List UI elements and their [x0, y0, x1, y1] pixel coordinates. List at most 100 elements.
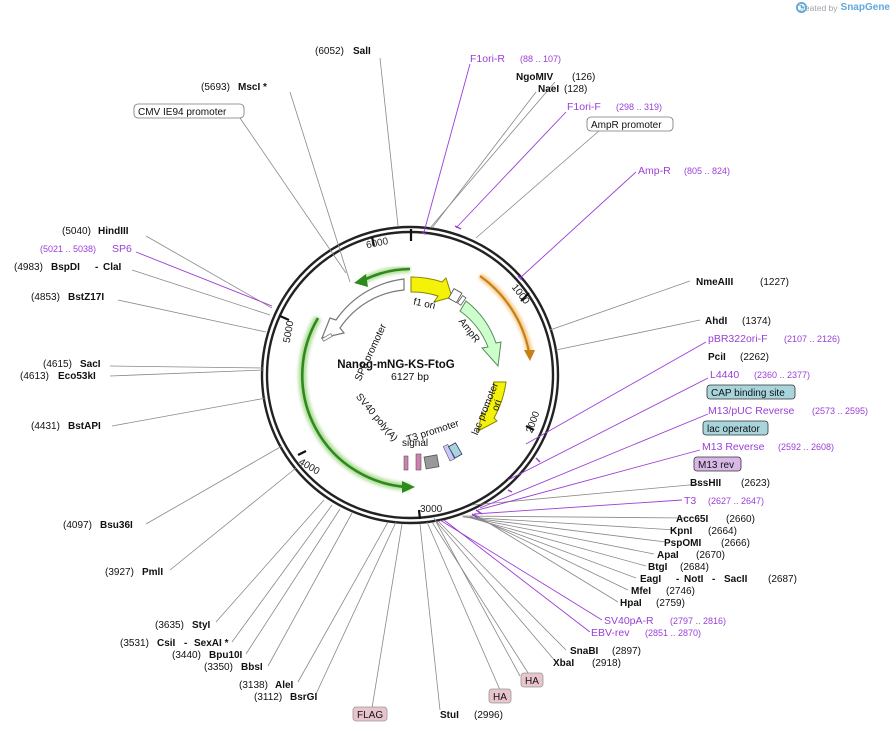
- site-name-stui[interactable]: StuI: [440, 710, 459, 721]
- plasmid-length: 6127 bp: [391, 371, 429, 383]
- site-name-pcii[interactable]: PciI: [708, 352, 726, 363]
- site-name-eco53ki[interactable]: Eco53kI: [58, 371, 96, 382]
- site-name-hindiii[interactable]: HindIII: [98, 226, 129, 237]
- t3-promoter-label: T3 promoter: [405, 418, 461, 445]
- primer-leaders: [135, 63, 709, 633]
- svg-text:-: -: [712, 574, 715, 585]
- primer-name-l4440[interactable]: L4440: [710, 369, 739, 381]
- primer-range-pbr322ori-f: (2107 .. 2126): [784, 334, 840, 344]
- site-name-pmli[interactable]: PmlI: [142, 567, 163, 578]
- site-name-btgi[interactable]: BtgI: [648, 562, 668, 573]
- site-name-snabi[interactable]: SnaBI: [570, 646, 599, 657]
- site-name-bbsi[interactable]: BbsI: [241, 662, 263, 673]
- feature-arcs: [298, 265, 535, 493]
- site-name-clai[interactable]: ClaI: [103, 262, 122, 273]
- primer-name-amp-r[interactable]: Amp-R: [638, 165, 671, 177]
- site-pos-stui: (2996): [474, 710, 503, 721]
- site-pos-bsrgi: (3112): [254, 692, 282, 703]
- site-name-saci[interactable]: SacI: [80, 359, 101, 370]
- svg-text:-: -: [95, 262, 98, 273]
- tick-label-5000: 5000: [282, 320, 297, 344]
- site-pos-kpni: (2664): [708, 526, 737, 537]
- primer-range-f1ori-f: (298 .. 319): [616, 102, 662, 112]
- site-name-bsu36i[interactable]: Bsu36I: [100, 520, 133, 531]
- flag-label[interactable]: FLAG: [357, 710, 383, 721]
- primer-name-f1ori-f[interactable]: F1ori-F: [567, 101, 601, 113]
- sv40-polya-label-2: signal: [402, 438, 428, 449]
- site-name-apai[interactable]: ApaI: [657, 550, 679, 561]
- m13-rev-label[interactable]: M13 rev: [698, 460, 734, 471]
- primer-name-sv40pa-r[interactable]: SV40pA-R: [604, 615, 654, 627]
- site-name-bstapi[interactable]: BstAPI: [68, 421, 101, 432]
- site-pos-hindiii: (5040): [62, 226, 91, 237]
- site-name-bsrgi[interactable]: BsrGI: [290, 692, 317, 703]
- site-name-noti[interactable]: NotI: [684, 574, 704, 585]
- primer-name-m13-reverse[interactable]: M13 Reverse: [702, 441, 765, 453]
- ampr-promoter-label[interactable]: AmpR promoter: [591, 120, 662, 131]
- primer-name-pbr322ori-f[interactable]: pBR322ori-F: [708, 333, 768, 345]
- site-name-xbai[interactable]: XbaI: [553, 658, 574, 669]
- site-pos-eco53ki: (4613): [20, 371, 49, 382]
- primer-name-f1ori-r[interactable]: F1ori-R: [470, 53, 505, 65]
- ori-label: ori: [490, 399, 504, 413]
- gray-feature-box: [423, 454, 440, 470]
- site-name-ngomiv[interactable]: NgoMIV: [516, 72, 554, 83]
- primer-name-m13-puc-reverse[interactable]: M13/pUC Reverse: [708, 405, 795, 417]
- site-name-naei[interactable]: NaeI: [538, 84, 559, 95]
- site-name-alei[interactable]: AleI: [275, 680, 294, 691]
- site-name-bspdi[interactable]: BspDI: [51, 262, 80, 273]
- site-pos-bsu36i: (4097): [63, 520, 92, 531]
- primer-name-t3[interactable]: T3: [684, 495, 696, 507]
- site-name-pspomi[interactable]: PspOMI: [664, 538, 701, 549]
- primer-range-sp6: (5021 .. 5038): [40, 244, 96, 254]
- f1-ori-arrow: [410, 276, 453, 303]
- primer-range-m13-puc-reverse: (2573 .. 2595): [812, 406, 868, 416]
- site-name-csii[interactable]: CsiI: [157, 638, 176, 649]
- primer-range-f1ori-r: (88 .. 107): [520, 54, 561, 64]
- site-name-ahdi[interactable]: AhdI: [705, 316, 727, 327]
- site-pos-sali: (6052): [315, 46, 344, 57]
- snapgene-watermark: Created by SnapGene: [795, 2, 890, 13]
- site-pos-naei: (128): [564, 84, 587, 95]
- site-name-bstz17i[interactable]: BstZ17I: [68, 292, 104, 303]
- site-name-sexai[interactable]: SexAI *: [194, 638, 229, 649]
- cap-binding-site-label[interactable]: CAP binding site: [711, 388, 785, 399]
- open-arrow-feature: [321, 278, 405, 339]
- leader-lines: [109, 57, 701, 711]
- site-pos-bstapi: (4431): [31, 421, 60, 432]
- snapgene-brand: SnapGene: [840, 2, 890, 13]
- site-pos-bpu10i: (3440): [172, 650, 201, 661]
- sv40-arc: [300, 317, 408, 489]
- site-name-sacii[interactable]: SacII: [724, 574, 748, 585]
- site-name-styi[interactable]: StyI: [192, 620, 211, 631]
- site-name-kpni[interactable]: KpnI: [670, 526, 692, 537]
- site-name-hpai[interactable]: HpaI: [620, 598, 642, 609]
- site-pos-bstz17i: (4853): [31, 292, 60, 303]
- site-pos-btgi: (2684): [680, 562, 709, 573]
- site-pos-ngomiv: (126): [572, 72, 595, 83]
- tick-marks: [279, 229, 535, 520]
- site-pos-eagi: (2687): [768, 574, 797, 585]
- primer-range-sv40pa-r: (2797 .. 2816): [670, 616, 726, 626]
- primer-name-ebv-rev[interactable]: EBV-rev: [591, 627, 630, 639]
- site-name-acc65i[interactable]: Acc65I: [676, 514, 708, 525]
- site-pos-alei: (3138): [239, 680, 268, 691]
- site-name-bpu10i[interactable]: Bpu10I: [209, 650, 243, 661]
- site-pos-acc65i: (2660): [726, 514, 755, 525]
- site-pos-styi: (3635): [155, 620, 184, 631]
- sp6-promoter-label: SP6 promoter: [353, 322, 389, 383]
- lac-operator-label[interactable]: lac operator: [707, 424, 760, 435]
- ha-label-1[interactable]: HA: [525, 676, 539, 687]
- site-name-sali[interactable]: SalI: [353, 46, 371, 57]
- primer-name-sp6[interactable]: SP6: [112, 243, 132, 255]
- site-name-nmeaiii[interactable]: NmeAIII: [696, 277, 733, 288]
- site-name-bsshii[interactable]: BssHII: [690, 478, 721, 489]
- cmv-promoter-label[interactable]: CMV IE94 promoter: [138, 107, 227, 118]
- ha-label-2[interactable]: HA: [493, 692, 507, 703]
- site-name-msci[interactable]: MscI *: [238, 82, 267, 93]
- primer-range-m13-reverse: (2592 .. 2608): [778, 442, 834, 452]
- site-name-mfei[interactable]: MfeI: [631, 586, 651, 597]
- site-name-eagi[interactable]: EagI: [640, 574, 661, 585]
- sv40-arc-glow: [298, 315, 411, 491]
